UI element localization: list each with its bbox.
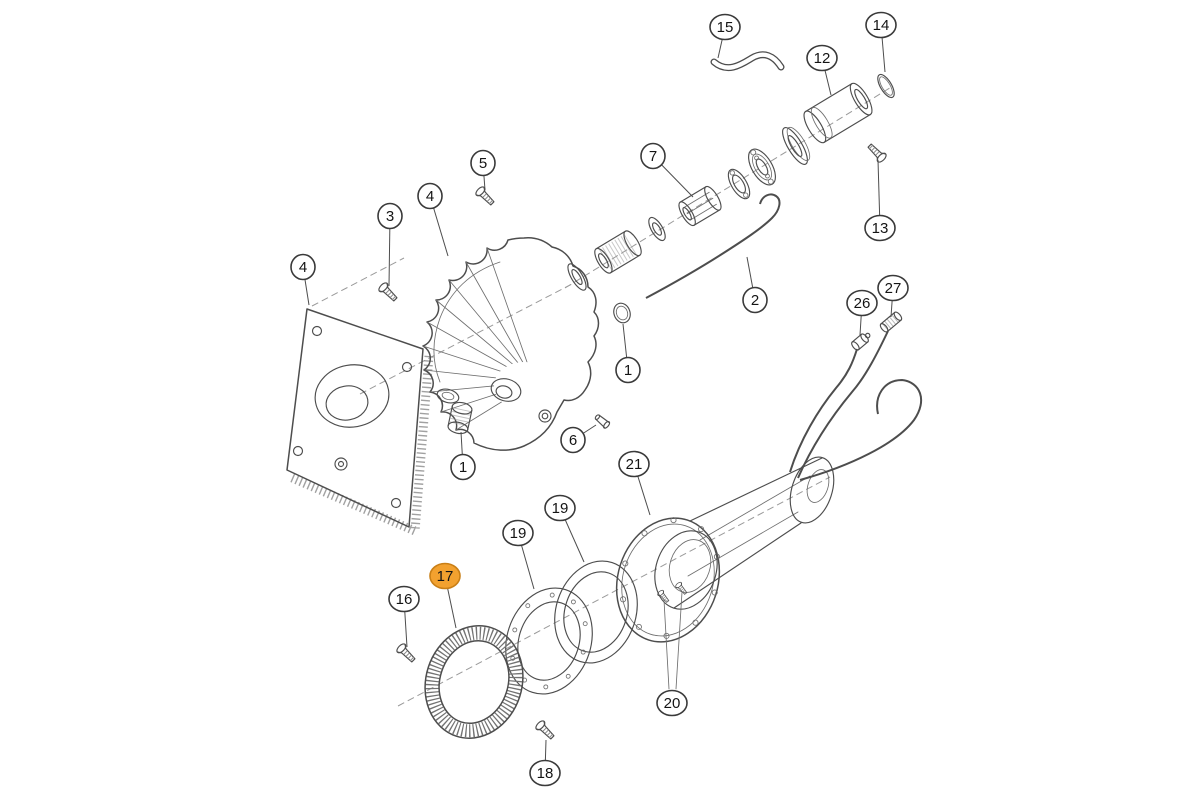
callout-3[interactable]: 3 — [377, 202, 403, 287]
svg-text:1: 1 — [624, 362, 632, 379]
threaded-plug-1 — [436, 388, 473, 435]
clamp-flange — [782, 126, 811, 165]
callout-15[interactable]: 15 — [709, 13, 741, 59]
washer-disc — [567, 263, 587, 291]
callout-6[interactable]: 6 — [560, 424, 597, 454]
svg-text:19: 19 — [552, 500, 569, 517]
svg-text:14: 14 — [873, 17, 890, 34]
callout-1[interactable]: 1 — [615, 323, 641, 384]
clamp-ring-17 — [424, 625, 524, 739]
blower-housing — [422, 237, 600, 451]
o-ring-1 — [613, 302, 631, 324]
svg-text:19: 19 — [510, 525, 527, 542]
callout-18[interactable]: 18 — [529, 739, 561, 787]
svg-text:20: 20 — [664, 695, 681, 712]
svg-text:26: 26 — [854, 295, 871, 312]
motor-wires — [789, 330, 923, 481]
assembly-axis-lines — [311, 85, 894, 707]
callout-13[interactable]: 13 — [864, 159, 896, 242]
screw-16 — [395, 642, 417, 664]
callout-2[interactable]: 2 — [742, 256, 768, 314]
motor-assembly — [615, 311, 923, 690]
callout-5[interactable]: 5 — [470, 149, 496, 191]
pin-6 — [594, 414, 611, 429]
callout-14[interactable]: 14 — [865, 11, 897, 73]
svg-text:4: 4 — [426, 188, 434, 205]
callout-12[interactable]: 12 — [806, 44, 838, 96]
bearing-cage — [727, 168, 751, 200]
svg-text:16: 16 — [396, 591, 413, 608]
splined-bushing — [678, 185, 722, 227]
callout-20[interactable]: 20 — [656, 689, 688, 717]
callout-19[interactable]: 19 — [544, 494, 585, 563]
gasket-19-rear — [554, 560, 638, 664]
svg-text:21: 21 — [626, 456, 643, 473]
svg-text:1: 1 — [459, 459, 467, 476]
svg-text:6: 6 — [569, 432, 577, 449]
fitting-26 — [851, 332, 871, 351]
callout-1[interactable]: 1 — [450, 431, 476, 481]
cable-2 — [645, 193, 781, 299]
svg-text:2: 2 — [751, 292, 759, 309]
svg-text:3: 3 — [386, 208, 394, 225]
screw-3 — [377, 281, 399, 303]
screw-18 — [534, 719, 556, 741]
knurled-sleeve — [594, 230, 642, 274]
outer-tube-12 — [803, 82, 873, 144]
screws-20 — [655, 579, 691, 690]
svg-text:4: 4 — [299, 259, 307, 276]
gasket-19-front — [505, 587, 593, 695]
svg-text:7: 7 — [649, 148, 657, 165]
o-ring-14 — [877, 73, 895, 99]
svg-text:5: 5 — [479, 155, 487, 172]
svg-text:15: 15 — [717, 19, 734, 36]
gasket-holes — [510, 592, 588, 690]
callout-17[interactable]: 17 — [429, 562, 461, 629]
svg-text:12: 12 — [814, 50, 831, 67]
svg-text:18: 18 — [537, 765, 554, 782]
callout-27[interactable]: 27 — [877, 274, 909, 318]
callout-7[interactable]: 7 — [640, 142, 694, 198]
callout-16[interactable]: 16 — [388, 585, 420, 648]
callout-26[interactable]: 26 — [846, 289, 878, 336]
svg-text:13: 13 — [872, 220, 889, 237]
callout-4[interactable]: 4 — [290, 253, 316, 306]
hose-15 — [710, 51, 785, 72]
shaft-assembly — [567, 73, 895, 291]
mounting-plate — [286, 308, 434, 538]
ball-bearing — [748, 148, 776, 186]
callout-21[interactable]: 21 — [618, 450, 651, 516]
fitting-27 — [879, 311, 903, 333]
spacer-washer — [648, 216, 666, 242]
screw-13 — [866, 142, 888, 164]
callout-19[interactable]: 19 — [502, 519, 535, 590]
svg-text:17: 17 — [437, 568, 454, 585]
callout-4[interactable]: 4 — [417, 182, 449, 257]
svg-text:27: 27 — [885, 280, 902, 297]
